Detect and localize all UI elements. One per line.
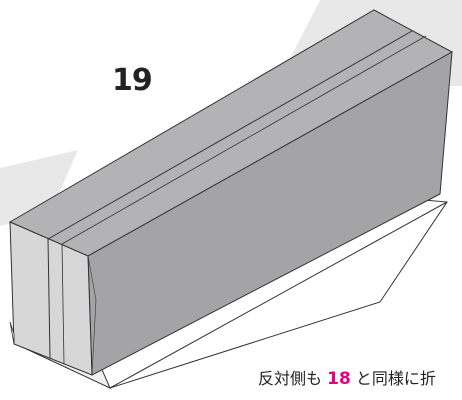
instruction-after: と同様に折: [355, 369, 436, 388]
step-number: 19: [112, 63, 153, 98]
end-tab-left: [9, 321, 15, 345]
background-band-left: [0, 150, 78, 226]
end-fold-line-1: [47, 238, 51, 359]
instruction-before: 反対側も: [258, 369, 323, 388]
paper-flap-fold-line: [109, 201, 448, 389]
top-fold-line-1: [47, 30, 413, 240]
top-fold-line-2: [61, 35, 427, 245]
end-fold-line-2: [61, 243, 65, 365]
instruction-step-reference: 18: [327, 369, 351, 389]
instruction-text: 反対側も 18 と同様に折: [258, 369, 436, 389]
end-tab-right: [87, 255, 97, 376]
